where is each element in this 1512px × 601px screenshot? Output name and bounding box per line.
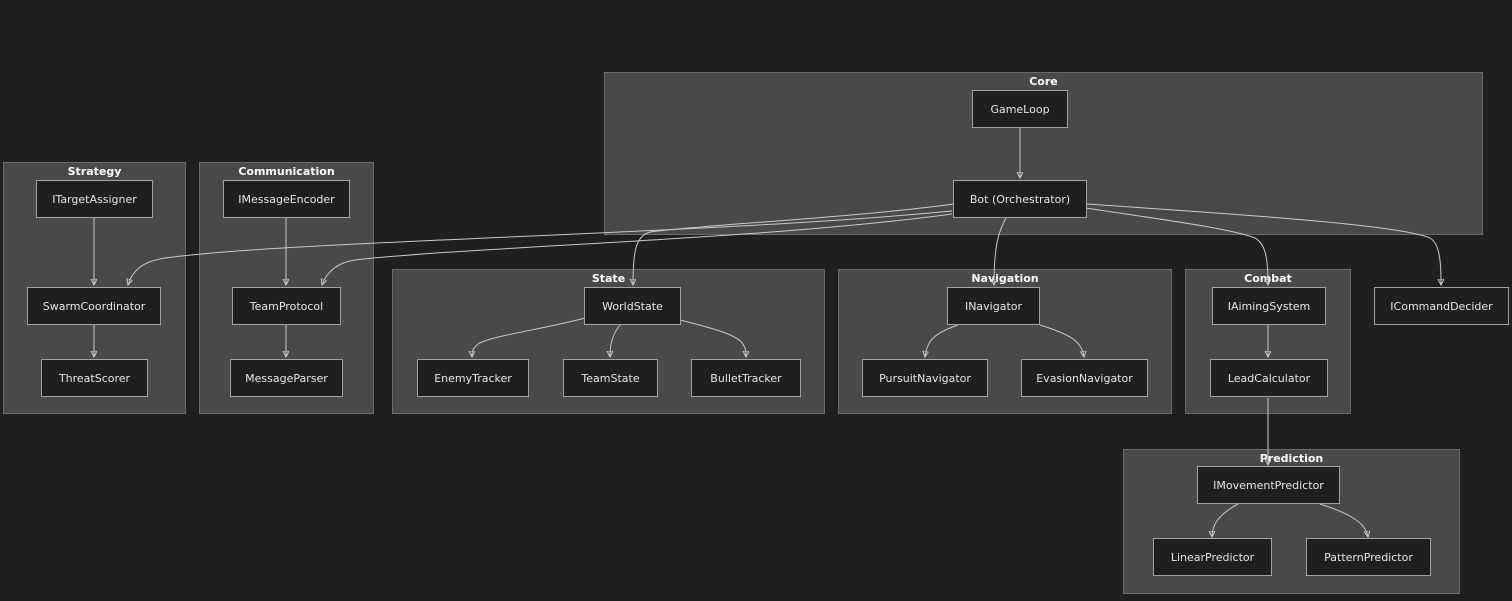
edge-worldstate-enemytracker: [472, 317, 586, 357]
node-evasionnavigator[interactable]: EvasionNavigator: [1021, 359, 1148, 397]
node-bot-orchestrator[interactable]: Bot (Orchestrator): [953, 180, 1087, 218]
group-prediction-title: Prediction: [1259, 452, 1324, 465]
node-enemytracker[interactable]: EnemyTracker: [417, 359, 529, 397]
edge-bot-teamprotocol: [322, 213, 953, 285]
edge-bot-commanddecider: [1085, 203, 1441, 285]
edge-bot-navigator: [994, 217, 1007, 285]
node-leadcalculator[interactable]: LeadCalculator: [1210, 359, 1328, 397]
edge-navigator-evasionnavigator: [1039, 324, 1084, 357]
node-gameloop[interactable]: GameLoop: [972, 90, 1068, 128]
node-teamstate[interactable]: TeamState: [563, 359, 658, 397]
node-imessageencoder[interactable]: IMessageEncoder: [223, 180, 350, 218]
group-core-title: Core: [1029, 75, 1058, 88]
node-worldstate[interactable]: WorldState: [584, 287, 681, 325]
group-state-title: State: [591, 272, 626, 285]
edge-bot-aimingsystem: [1085, 207, 1268, 285]
edge-worldstate-bullettracker: [679, 319, 746, 357]
node-imovementpredictor[interactable]: IMovementPredictor: [1197, 466, 1340, 504]
node-messageparser[interactable]: MessageParser: [230, 359, 343, 397]
group-communication-title: Communication: [238, 165, 335, 178]
edge-bot-swarmcoordinator: [128, 210, 953, 285]
edge-navigator-pursuitnavigator: [925, 324, 959, 357]
node-threatscorer[interactable]: ThreatScorer: [41, 359, 148, 397]
group-navigation-title: Navigation: [971, 272, 1039, 285]
node-patternpredictor[interactable]: PatternPredictor: [1306, 538, 1431, 576]
node-itargetassigner[interactable]: ITargetAssigner: [36, 180, 153, 218]
group-strategy-title: Strategy: [67, 165, 122, 178]
node-swarmcoordinator[interactable]: SwarmCoordinator: [27, 287, 161, 325]
node-inavigator[interactable]: INavigator: [947, 287, 1040, 325]
edge-worldstate-teamstate: [610, 324, 621, 357]
edge-movementpredictor-patternpredictor: [1319, 503, 1368, 537]
node-icommanddecider[interactable]: ICommandDecider: [1374, 287, 1509, 325]
node-iaimingsystem[interactable]: IAimingSystem: [1212, 287, 1326, 325]
edge-bot-worldstate: [633, 203, 955, 285]
node-pursuitnavigator[interactable]: PursuitNavigator: [862, 359, 988, 397]
node-linearpredictor[interactable]: LinearPredictor: [1153, 538, 1272, 576]
edge-movementpredictor-linearpredictor: [1212, 503, 1239, 537]
node-teamprotocol[interactable]: TeamProtocol: [232, 287, 341, 325]
node-bullettracker[interactable]: BulletTracker: [691, 359, 801, 397]
